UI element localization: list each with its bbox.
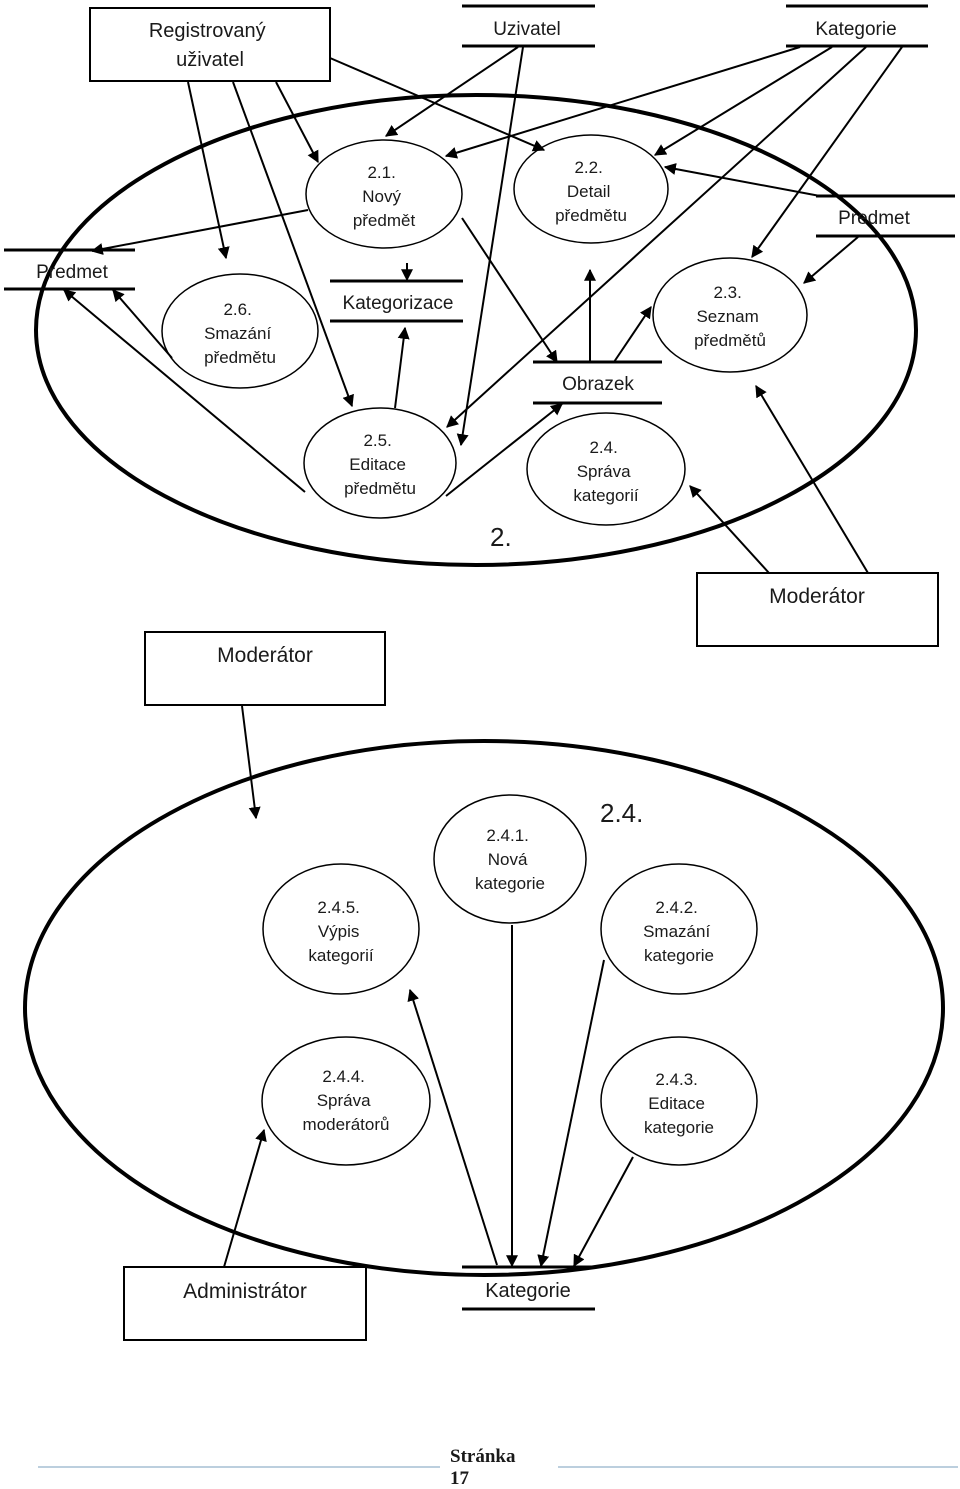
- datastore-predmet-left: Predmet: [4, 248, 135, 291]
- svg-text:2.4.4. Správa: 2.4.4. Správa moderátorů: [303, 1067, 390, 1134]
- svg-text:Obrazek: Obrazek: [562, 374, 634, 395]
- flow-kategorie-to-2-5: [446, 46, 867, 428]
- flow-moderator-to-2-3: [755, 384, 869, 574]
- terminator-moderator-left: Moderátor: [144, 631, 386, 706]
- flow-2-1-to-obrazek: [461, 217, 558, 364]
- flow-2-4-3-to-kategorie: [573, 1156, 634, 1268]
- flow-administrator-to-2-4-4: [223, 1128, 267, 1268]
- flow-uzivatel-to-2-5: [456, 46, 524, 447]
- svg-text:2.2. Detail př: 2.2. Detail předmětu: [555, 158, 627, 225]
- svg-text:Kategorie: Kategorie: [485, 1280, 571, 1302]
- process-2-6-smazani-predmetu: 2.6. Smazání předmětu: [161, 273, 319, 389]
- svg-text:Kategorizace: Kategorizace: [343, 293, 454, 314]
- process-2-4-sprava-kategorii: 2.4. Správa kategorií: [526, 412, 686, 526]
- flow-kategorie-to-2-2: [653, 46, 833, 156]
- page-footer: Stránka 17: [38, 1446, 958, 1489]
- svg-text:2.4.5. Výpis k: 2.4.5. Výpis kategorií: [308, 898, 373, 965]
- boundary-ellipse-2-4: [23, 739, 945, 1277]
- flow-2-5-to-obrazek: [445, 403, 563, 497]
- process-2-2-detail-predmetu: 2.2. Detail předmětu: [513, 134, 669, 244]
- process-2-4-5-vypis-kategorii: 2.4.5. Výpis kategorií: [262, 863, 420, 995]
- svg-text:2.4.3. Editace: 2.4.3. Editace kategorie: [644, 1070, 714, 1137]
- terminator-registered-user: Registrovaný uživatel: [89, 7, 331, 82]
- flow-kategorie-to-2-3: [751, 46, 903, 258]
- svg-text:2.6. Smazání p: 2.6. Smazání předmětu: [204, 300, 276, 367]
- svg-text:2.1. Nový před: 2.1. Nový předmět: [353, 163, 416, 230]
- process-2-1-novy-predmet: 2.1. Nový předmět: [305, 139, 463, 249]
- process-2-3-seznam-predmetu: 2.3. Seznam předmětů: [652, 257, 808, 373]
- flow-predmet-to-2-2: [663, 163, 821, 197]
- svg-text:Moderátor: Moderátor: [769, 585, 865, 608]
- flow-2-1-to-predmet: [90, 209, 309, 255]
- data-flows-top: [63, 46, 903, 574]
- process-2-4-3-editace-kategorie: 2.4.3. Editace kategorie: [600, 1036, 758, 1166]
- svg-text:2.4. Správa ka: 2.4. Správa kategorií: [573, 438, 638, 505]
- svg-text:2.5. Editace p: 2.5. Editace předmětu: [344, 431, 416, 498]
- boundary-label-2-4: 2.4.: [600, 798, 643, 828]
- svg-text:2.3. Seznam př: 2.3. Seznam předmětů: [694, 283, 766, 350]
- svg-text:2.4.1. Nová ka: 2.4.1. Nová kategorie: [475, 826, 545, 893]
- flow-moderator-to-2-4: [241, 705, 261, 820]
- flow-uzivatel-to-2-1: [385, 46, 519, 137]
- flow-reguser-to-2-5: [232, 81, 354, 408]
- bottom-diagram: 2.4. Administrátor Kategorie 2.4.1. Nová…: [23, 705, 945, 1341]
- data-flows-bottom: [223, 705, 634, 1268]
- flow-kategorie-to-2-4-5: [407, 988, 498, 1266]
- footer-page-word: Stránka: [450, 1446, 516, 1467]
- svg-text:Kategorie: Kategorie: [815, 19, 896, 40]
- svg-text:Predmet: Predmet: [36, 262, 109, 283]
- flow-obrazek-to-2-3: [613, 306, 652, 363]
- datastore-kategorie-top: Kategorie: [786, 4, 928, 48]
- flow-reguser-to-2-6: [187, 81, 230, 260]
- svg-text:Administrátor: Administrátor: [183, 1280, 307, 1303]
- svg-text:Moderátor: Moderátor: [217, 644, 313, 667]
- svg-text:Uzivatel: Uzivatel: [493, 19, 561, 40]
- boundary-ellipse-2: [34, 93, 918, 567]
- flow-kategorie-to-2-1: [444, 46, 801, 159]
- process-2-4-2-smazani-kategorie: 2.4.2. Smazání kategorie: [600, 863, 758, 995]
- datastore-predmet-right: Predmet: [816, 194, 955, 238]
- flow-2-5-to-kategorizace: [394, 326, 410, 409]
- svg-text:Predmet: Predmet: [838, 208, 911, 229]
- flow-2-6-to-predmet: [112, 289, 173, 359]
- terminator-moderator-right: Moderátor: [696, 572, 939, 647]
- flow-reguser-to-2-1: [275, 81, 319, 164]
- datastore-uzivatel: Uzivatel: [462, 4, 595, 48]
- svg-text:2.4.2. Smazání: 2.4.2. Smazání kategorie: [643, 898, 715, 965]
- datastore-kategorizace: Kategorizace: [330, 279, 463, 323]
- process-2-4-1-nova-kategorie: 2.4.1. Nová kategorie: [433, 794, 587, 924]
- datastore-kategorie-bottom: Kategorie: [462, 1265, 595, 1311]
- svg-text:Registrovaný uživatel: Registrovaný uživatel: [149, 20, 271, 71]
- boundary-label-2: 2.: [490, 522, 512, 552]
- process-2-5-editace-predmetu: 2.5. Editace předmětu: [303, 407, 457, 519]
- process-2-4-4-sprava-moderatoru: 2.4.4. Správa moderátorů: [261, 1036, 431, 1166]
- terminator-administrator: Administrátor: [123, 1266, 367, 1341]
- flow-moderator-to-2-4: [689, 485, 770, 574]
- footer-page-number: 17: [450, 1468, 470, 1489]
- flow-2-5-to-predmet: [63, 289, 306, 493]
- datastore-obrazek: Obrazek: [533, 360, 662, 405]
- flow-2-4-2-to-kategorie: [537, 959, 605, 1268]
- top-diagram: 2. Registrovaný uživatel Moderátor Moder…: [4, 4, 955, 706]
- flow-predmet-to-2-3: [803, 236, 859, 284]
